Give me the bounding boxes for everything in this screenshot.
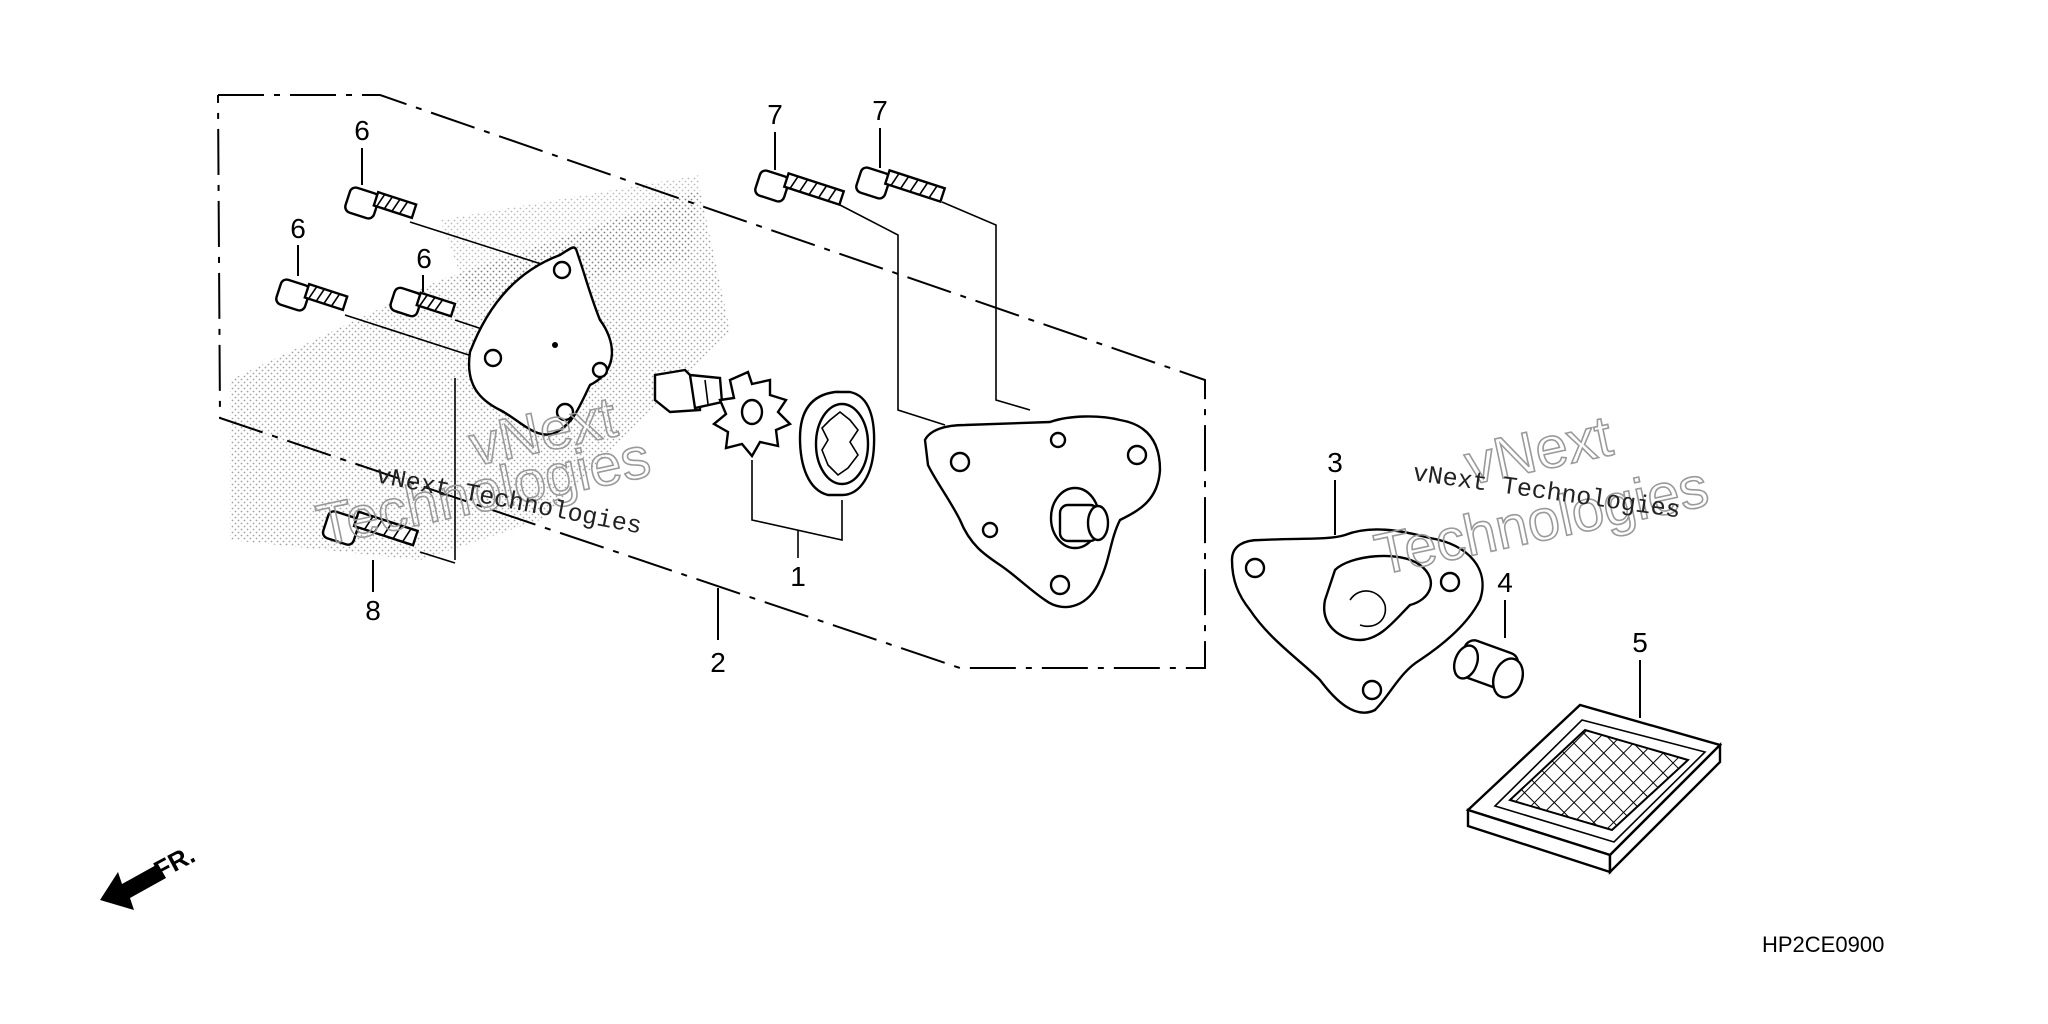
callout-7-left: 7 (767, 99, 783, 130)
pump-body (923, 415, 1162, 609)
callout-6-left: 6 (290, 213, 306, 244)
rotor-bracket-leader (751, 460, 843, 558)
callout-1: 1 (790, 561, 806, 592)
callout-2: 2 (710, 647, 726, 678)
bolt-6-top (344, 186, 418, 220)
pump-cover (467, 246, 614, 436)
inner-rotor (711, 370, 793, 459)
callouts: 6 6 6 7 7 8 1 2 3 4 5 (290, 95, 1648, 678)
collar (1452, 639, 1525, 699)
diagram-code: HP2CE0900 (1762, 932, 1884, 957)
outer-rotor (798, 390, 876, 497)
callout-3: 3 (1327, 447, 1343, 478)
drive-shaft (653, 368, 724, 414)
front-arrow-icon: FR. (100, 839, 200, 910)
callout-8: 8 (365, 595, 381, 626)
callout-4: 4 (1497, 567, 1513, 598)
assembly-outline (217, 94, 1206, 669)
callout-6-middle: 6 (416, 243, 432, 274)
bolt-7-right (855, 166, 947, 204)
bolt-6-middle (389, 286, 457, 318)
bolt-6-left (275, 278, 349, 312)
callout-5: 5 (1632, 627, 1648, 658)
callout-6-top: 6 (354, 115, 370, 146)
bolt-leader-lines (344, 201, 1031, 564)
oil-strainer (1465, 703, 1723, 875)
callout-7-right: 7 (872, 95, 888, 126)
bolt-8 (321, 510, 420, 547)
pump-gasket (1230, 528, 1484, 714)
bolt-7-left (754, 169, 846, 207)
callout-leaders (297, 128, 1641, 718)
